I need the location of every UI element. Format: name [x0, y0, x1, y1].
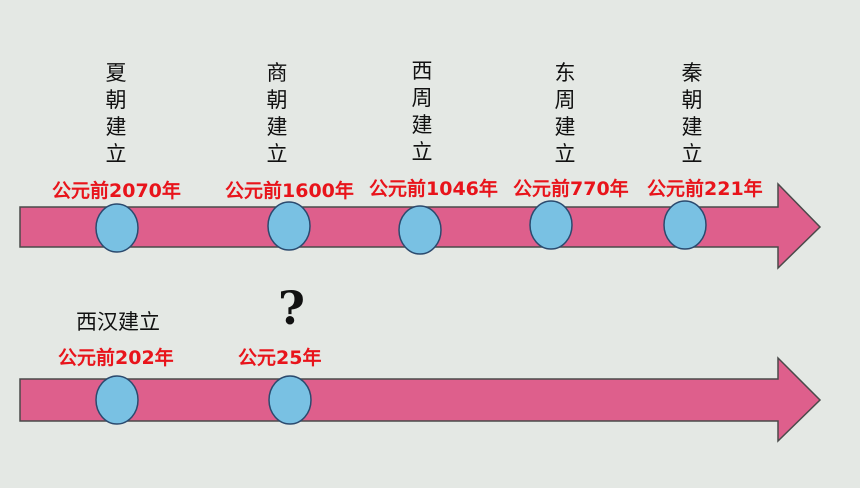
event-label-qin: 秦朝建立 — [681, 61, 703, 166]
date-label-xia: 公元前2070年 — [52, 180, 181, 202]
date-label-eastern-zhou: 公元前770年 — [513, 178, 629, 200]
date-label-unknown: 公元25年 — [238, 347, 322, 369]
timeline-node — [268, 375, 312, 425]
timeline-node — [398, 205, 442, 255]
event-label-western-zhou: 西周建立 — [411, 59, 433, 164]
date-label-western-zhou: 公元前1046年 — [369, 178, 498, 200]
timeline-node — [663, 200, 707, 250]
date-label-western-han: 公元前202年 — [58, 347, 174, 369]
timeline-node — [267, 201, 311, 251]
event-label-eastern-zhou: 东周建立 — [554, 61, 576, 166]
event-label-shang: 商朝建立 — [266, 61, 288, 166]
timeline-node — [529, 200, 573, 250]
event-label-xia: 夏朝建立 — [105, 61, 127, 166]
timeline-arrow-2 — [19, 356, 822, 443]
date-label-qin: 公元前221年 — [647, 178, 763, 200]
timeline-node — [95, 203, 139, 253]
question-mark: ? — [278, 281, 305, 335]
event-label-western-han: 西汉建立 — [76, 310, 160, 334]
date-label-shang: 公元前1600年 — [225, 180, 354, 202]
timeline-node — [95, 375, 139, 425]
